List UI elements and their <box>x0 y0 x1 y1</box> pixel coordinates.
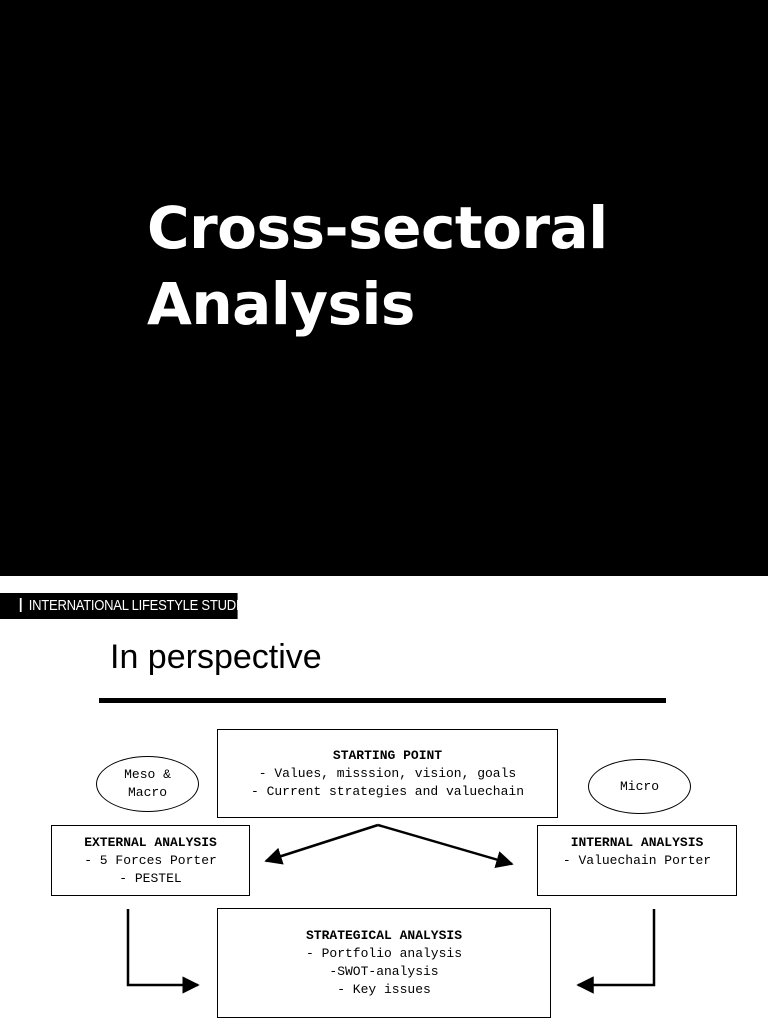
title-slide: Cross-sectoral Analysis <box>0 0 768 576</box>
program-banner: INTERNATIONAL LIFESTYLE STUDIES <box>0 593 256 619</box>
internal-analysis-title: INTERNAL ANALYSIS <box>570 835 704 850</box>
micro-label: Micro <box>619 778 659 794</box>
meso-macro-line-2: Macro <box>127 785 167 800</box>
micro-oval: Micro <box>588 759 691 814</box>
external-analysis-line: - PESTEL <box>119 871 182 886</box>
external-analysis-title: EXTERNAL ANALYSIS <box>84 835 217 850</box>
title-line-2: Analysis <box>147 270 415 338</box>
arrow-external-to-strategical <box>126 909 200 994</box>
strategical-analysis-line: - Key issues <box>337 982 431 997</box>
title-line-1: Cross-sectoral <box>147 194 608 262</box>
strategical-analysis-line: -SWOT-analysis <box>329 964 439 979</box>
slide-heading: In perspective <box>110 638 322 676</box>
banner-bar <box>19 598 22 612</box>
meso-macro-oval: Meso & Macro <box>96 756 199 812</box>
meso-macro-line-1: Meso & <box>124 767 171 782</box>
arrow-internal-to-strategical <box>576 909 656 994</box>
external-analysis-box: EXTERNAL ANALYSIS - 5 Forces Porter - PE… <box>51 825 250 896</box>
arrow-to-internal <box>377 823 514 869</box>
diagram-arrows <box>126 823 656 994</box>
arrow-to-external <box>264 823 379 865</box>
diagram-slide: INTERNATIONAL LIFESTYLE STUDIES In persp… <box>0 576 768 1024</box>
starting-point-line: - Values, misssion, vision, goals <box>258 766 517 781</box>
banner-label: INTERNATIONAL LIFESTYLE STUDIES <box>28 598 257 614</box>
external-analysis-line: - 5 Forces Porter <box>84 853 217 868</box>
heading-rule <box>99 698 666 703</box>
starting-point-line: - Current strategies and valuechain <box>250 784 525 799</box>
starting-point-title: STARTING POINT <box>332 748 443 763</box>
internal-analysis-box: INTERNAL ANALYSIS - Valuechain Porter <box>537 825 737 896</box>
strategical-analysis-box: STRATEGICAL ANALYSIS - Portfolio analysi… <box>217 908 551 1018</box>
slide-title: Cross-sectoral Analysis <box>147 190 608 342</box>
strategical-analysis-title: STRATEGICAL ANALYSIS <box>305 928 463 943</box>
internal-analysis-line: - Valuechain Porter <box>562 853 712 868</box>
strategical-analysis-line: - Portfolio analysis <box>305 946 463 961</box>
starting-point-box: STARTING POINT - Values, misssion, visio… <box>217 729 558 818</box>
